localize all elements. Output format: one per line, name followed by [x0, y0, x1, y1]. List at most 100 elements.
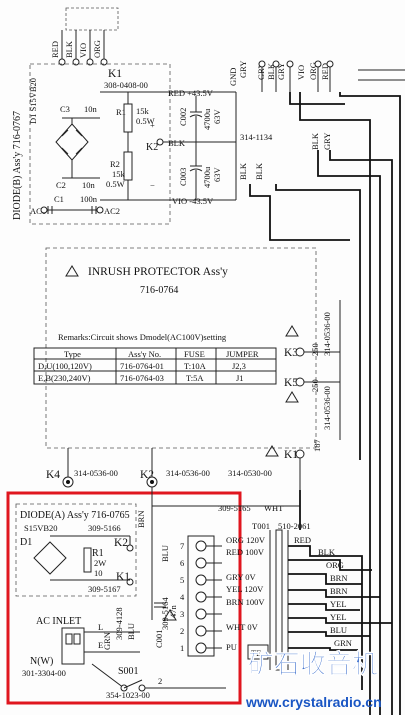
top-connector: RED BLK VIO ORG K1 308-0408-00: [50, 7, 148, 90]
diode-a-5166: 309-5166: [88, 523, 121, 533]
table-cell-r1-fuse: T:10A: [184, 361, 207, 371]
tap-org-120: ORG 120V: [226, 535, 266, 545]
t-5164: 309-5164: [160, 597, 170, 630]
diode-b-bridge: [55, 123, 89, 161]
r1-label: R1: [116, 107, 126, 117]
lower-wire-blk-1: BLK: [238, 162, 248, 180]
gnd-rail-label: BLK: [168, 138, 186, 148]
right-wire-gnd: GND: [228, 68, 238, 86]
lower-wire-blk-3: BLK: [310, 132, 320, 150]
k3-label: K3: [284, 347, 298, 359]
out-yel-1: YEL: [330, 599, 347, 609]
ac-inlet-label: AC INLET: [36, 616, 81, 627]
inlet-l: L: [98, 622, 103, 632]
inrush-remarks: Remarks:Circuit shows Dmodel(AC100V)sett…: [58, 332, 227, 342]
c2-value: 10n: [82, 180, 96, 190]
k2-label: K2: [146, 142, 158, 153]
c3-label: C3: [60, 104, 70, 114]
top-wire-red: RED: [50, 41, 60, 58]
inlet-part: 301-3304-00: [22, 668, 66, 678]
t001-ref: T001: [252, 521, 270, 531]
out-brn-2: BRN: [330, 586, 347, 596]
out-blk: BLK: [318, 547, 336, 557]
inrush-table: Type Ass'y No. FUSE JUMPER D,U(100,120V)…: [33, 347, 277, 385]
tap-yel-120: YEL 120V: [226, 584, 264, 594]
c2-label: C2: [56, 180, 66, 190]
table-header-fuse: FUSE: [184, 349, 205, 359]
pin-6: 6: [180, 558, 184, 568]
r2-value-2: 0.5W: [106, 179, 125, 189]
pin-7: 7: [180, 541, 184, 551]
inrush-title: INRUSH PROTECTOR Ass'y: [88, 266, 228, 278]
k4-part: 314-0536-00: [74, 468, 118, 478]
out-yel-2: YEL: [330, 612, 347, 622]
diode-a-r1: R1: [92, 548, 104, 559]
plus-sign: +: [150, 120, 155, 130]
tap-red-100: RED 100V: [226, 547, 265, 557]
out-red: RED: [294, 535, 311, 545]
out-grn: GRN: [334, 638, 352, 648]
table-header-type: Type: [64, 349, 81, 359]
plus-rail-label: RED +43.5V: [168, 88, 214, 98]
inrush-protector: INRUSH PROTECTOR Ass'y 716-0764 Remarks:…: [33, 247, 341, 490]
lower-wire-gry: GRY: [322, 133, 332, 150]
inrush-part-no: 716-0764: [140, 285, 178, 296]
c1-label: C1: [54, 194, 64, 204]
table-cell-r2-assy: 716-0764-03: [120, 373, 164, 383]
s001-label: S001: [118, 666, 139, 677]
diode-a-board: DIODE(A) Ass'y 716-0765 S15VB20 D1 309-5…: [6, 487, 242, 705]
r2-value-1: 15k: [112, 169, 126, 179]
watermark-title: 矿石收音机: [248, 649, 378, 680]
table-cell-r1-assy: 716-0764-01: [120, 361, 164, 371]
k5-label: K5: [284, 377, 298, 389]
table-cell-r1-jumper: J2,3: [232, 361, 246, 371]
pin-2: 2: [180, 626, 184, 636]
r1-value-1: 15k: [136, 106, 150, 116]
top-connector-ref: K1: [108, 68, 122, 80]
diode-a-title: DIODE(A) Ass'y 716-0765: [20, 510, 130, 521]
wht-part: 309-5165: [218, 503, 251, 513]
t-blu: BLU: [160, 545, 170, 562]
diode-a-r1-val1: 2W: [94, 558, 106, 568]
c003-label: C003: [178, 168, 188, 186]
diode-a-bridge: [33, 541, 67, 575]
r2-label: R2: [110, 159, 120, 169]
pin-1: 1: [180, 643, 184, 653]
k3-250: 250: [310, 343, 320, 356]
right-wire-gry-2: GRY: [256, 63, 266, 80]
tap-pu: PU: [226, 642, 237, 652]
k1-187: 187: [312, 439, 322, 452]
right-wire-red: RED: [320, 63, 330, 80]
diode-a-5167: 309-5167: [88, 584, 121, 594]
diode-b-d1: D1 S15VB20: [28, 78, 38, 124]
diode-b-connector: 314-1134: [240, 132, 273, 142]
table-cell-r2-fuse: T:5A: [186, 373, 204, 383]
tap-brn-100: BRN 100V: [226, 597, 265, 607]
top-wire-vio: VIO: [78, 43, 88, 58]
pin-3: 3: [180, 609, 184, 619]
transformer: 309-5165 WHT T001 510-2061 BLU 309-5164 …: [152, 490, 392, 690]
c3-value: 10n: [84, 104, 98, 114]
r1-value-2: 0.5W: [136, 116, 155, 126]
c1-value: 100n: [80, 194, 98, 204]
right-wire-vio: VIO: [296, 65, 306, 80]
minus-rail-label: VIO -43.5V: [172, 196, 214, 206]
inlet-grn: GRN: [102, 632, 112, 650]
c003-value-1: 4700u: [202, 166, 212, 188]
inlet-e: E: [98, 640, 103, 650]
table-cell-r1-type: D,U(100,120V): [38, 361, 92, 371]
minus-sign: −: [150, 180, 155, 190]
c001-value: 47n: [168, 605, 178, 619]
diode-a-r1-val2: 10: [94, 568, 103, 578]
t001-part: 510-2061: [278, 521, 311, 531]
watermark-url: www.crystalradio.cn: [245, 694, 382, 710]
top-wire-org: ORG: [92, 40, 102, 58]
wht-label: WHT: [264, 503, 284, 513]
diode-b-board: DIODE(B) Ass'y 716-0767 D1 S15VB20 C3 10…: [12, 63, 180, 225]
table-cell-r2-type: E,B(230,240V): [38, 373, 91, 383]
ac-inlet-body: [61, 627, 85, 665]
table-header-assy: Ass'y No.: [128, 349, 161, 359]
k5-250: 250: [310, 379, 320, 392]
